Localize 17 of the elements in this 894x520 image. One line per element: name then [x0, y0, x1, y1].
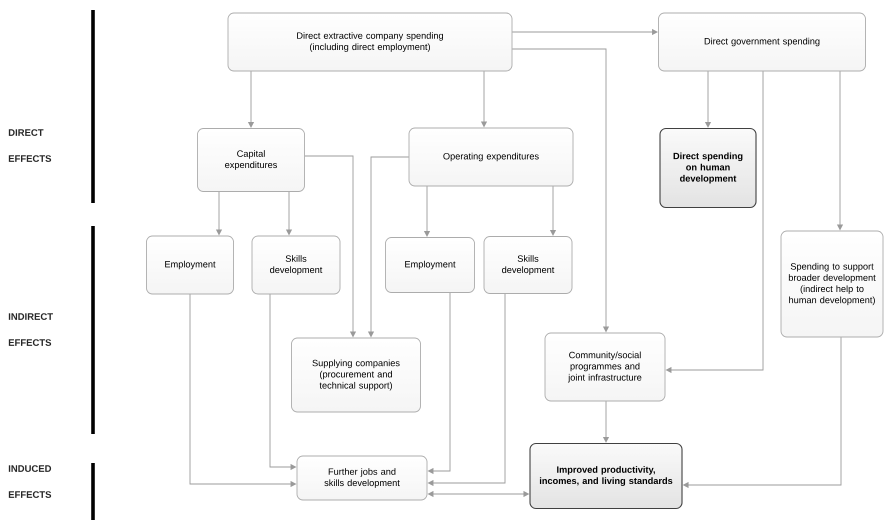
section-label: INDUCED EFFECTS: [8, 465, 52, 498]
process-box: Spending to support broader development (indirect help to human development): [780, 230, 884, 338]
process-box: Employment: [385, 237, 475, 293]
process-box: Further jobs and skills development: [296, 456, 428, 500]
result-box: Direct spending on human development: [659, 128, 757, 208]
process-box: Operating expenditures: [408, 128, 574, 186]
process-box: Direct government spending: [658, 12, 866, 72]
process-box: Direct extractive company spending (including direct employment): [228, 12, 512, 72]
process-box: Employment: [146, 236, 234, 294]
process-box: Community/social programmes and joint infrastructure: [544, 332, 666, 402]
result-box: Improved productivity, incomes, and living standards: [529, 442, 683, 510]
process-box: Capital expenditures: [197, 128, 305, 192]
section-label: INDIRECT EFFECTS: [8, 313, 53, 346]
process-box: Supplying companies (procurement and technical support): [291, 338, 421, 412]
process-box: Skills development: [484, 236, 572, 294]
process-box: Skills development: [252, 236, 340, 294]
section-label: DIRECT EFFECTS: [8, 129, 52, 162]
